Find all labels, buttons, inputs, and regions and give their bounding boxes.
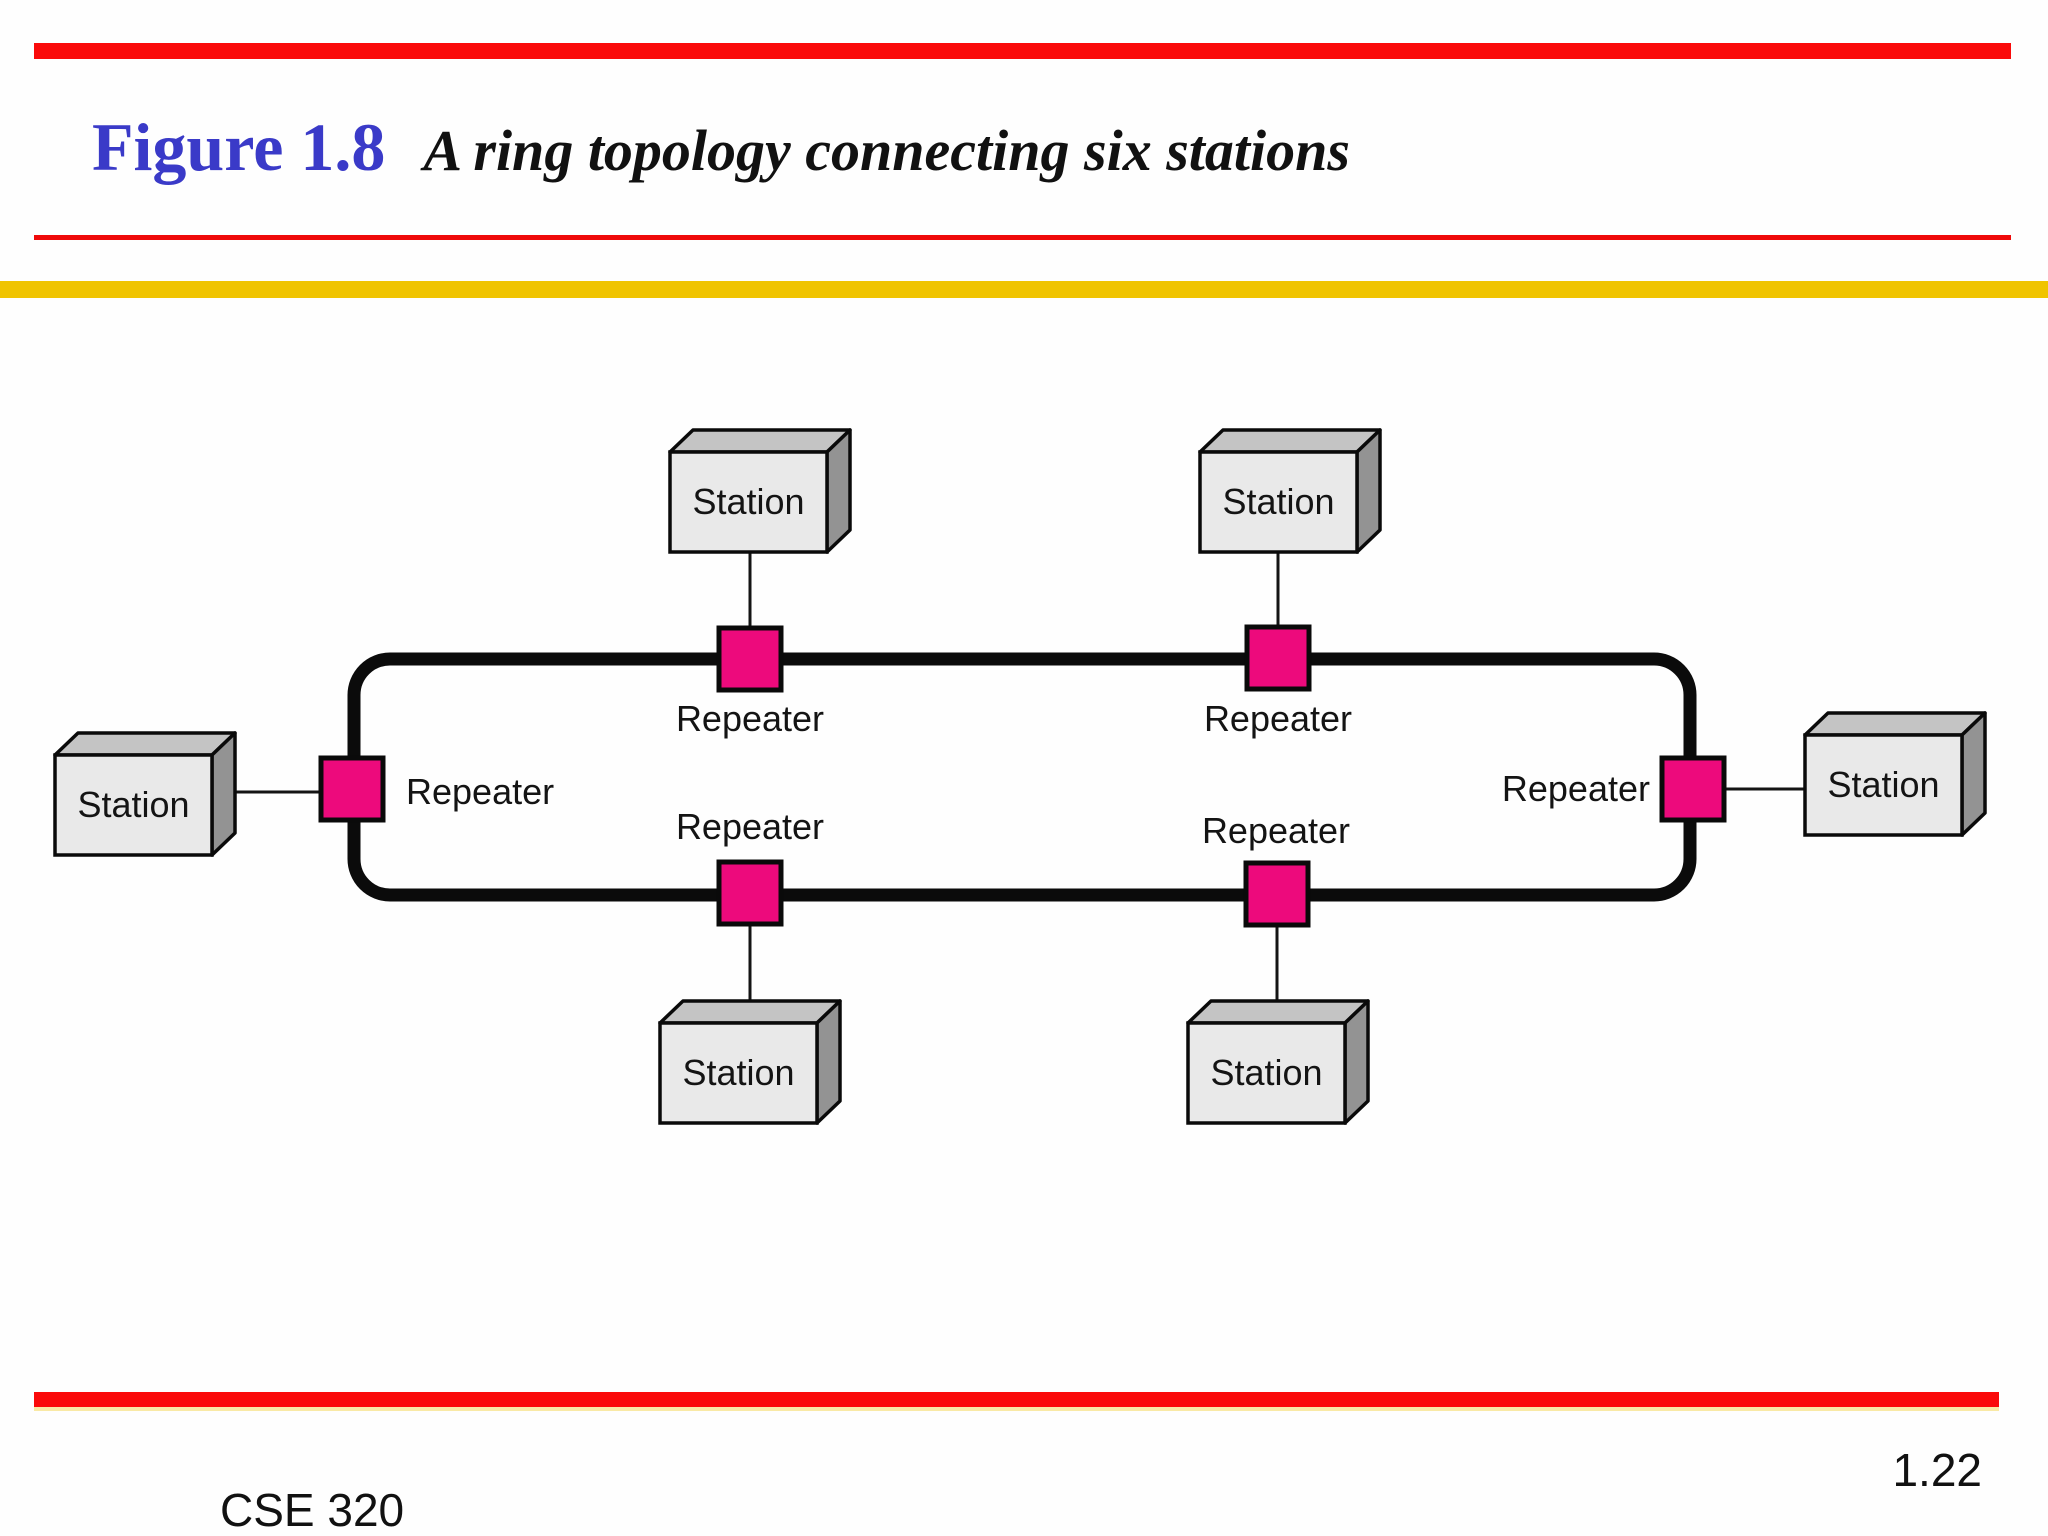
repeater-node-bottom-right [1243, 860, 1311, 928]
station-label-bottom-right: Station [1210, 1052, 1323, 1093]
station-label-bottom-left: Station [682, 1052, 795, 1093]
bottom-yellow-line [34, 1407, 1999, 1411]
repeater-label-bottom-left: Repeater [675, 806, 825, 847]
repeater-label-right: Repeater [1501, 768, 1650, 809]
repeater-label-top-right: Repeater [1203, 698, 1353, 739]
station-box-bottom-right [1186, 999, 1370, 1125]
station-box-top-right [1198, 428, 1382, 554]
station-box-right [1803, 711, 1987, 837]
page-number: 1.22 [1892, 1444, 1982, 1496]
repeater-node-bottom-left [716, 859, 784, 927]
yellow-divider-bar [0, 281, 2048, 298]
station-box-top-left [668, 428, 852, 554]
course-code: CSE 320 [220, 1484, 405, 1536]
figure-number-label: Figure 1.8 [92, 109, 386, 185]
figure-title: Figure 1.8 A ring topology connecting si… [92, 108, 1350, 187]
repeater-node-top-right [1244, 624, 1312, 692]
station-label-left: Station [77, 784, 190, 825]
repeater-node-top-left [716, 625, 784, 693]
station-label-top-right: Station [1222, 481, 1335, 522]
figure-caption: A ring topology connecting six stations [423, 118, 1350, 183]
repeater-label-left: Repeater [406, 771, 555, 812]
station-label-top-left: Station [692, 481, 805, 522]
station-box-left [53, 731, 237, 857]
title-underline [34, 235, 2011, 240]
repeater-label-top-left: Repeater [675, 698, 825, 739]
top-red-bar [34, 43, 2011, 59]
station-box-bottom-left [658, 999, 842, 1125]
repeater-node-left [318, 755, 386, 823]
repeater-label-bottom-right: Repeater [1201, 810, 1351, 851]
repeater-node-right [1659, 755, 1727, 823]
station-label-right: Station [1827, 764, 1940, 805]
bottom-red-bar [34, 1392, 1999, 1407]
